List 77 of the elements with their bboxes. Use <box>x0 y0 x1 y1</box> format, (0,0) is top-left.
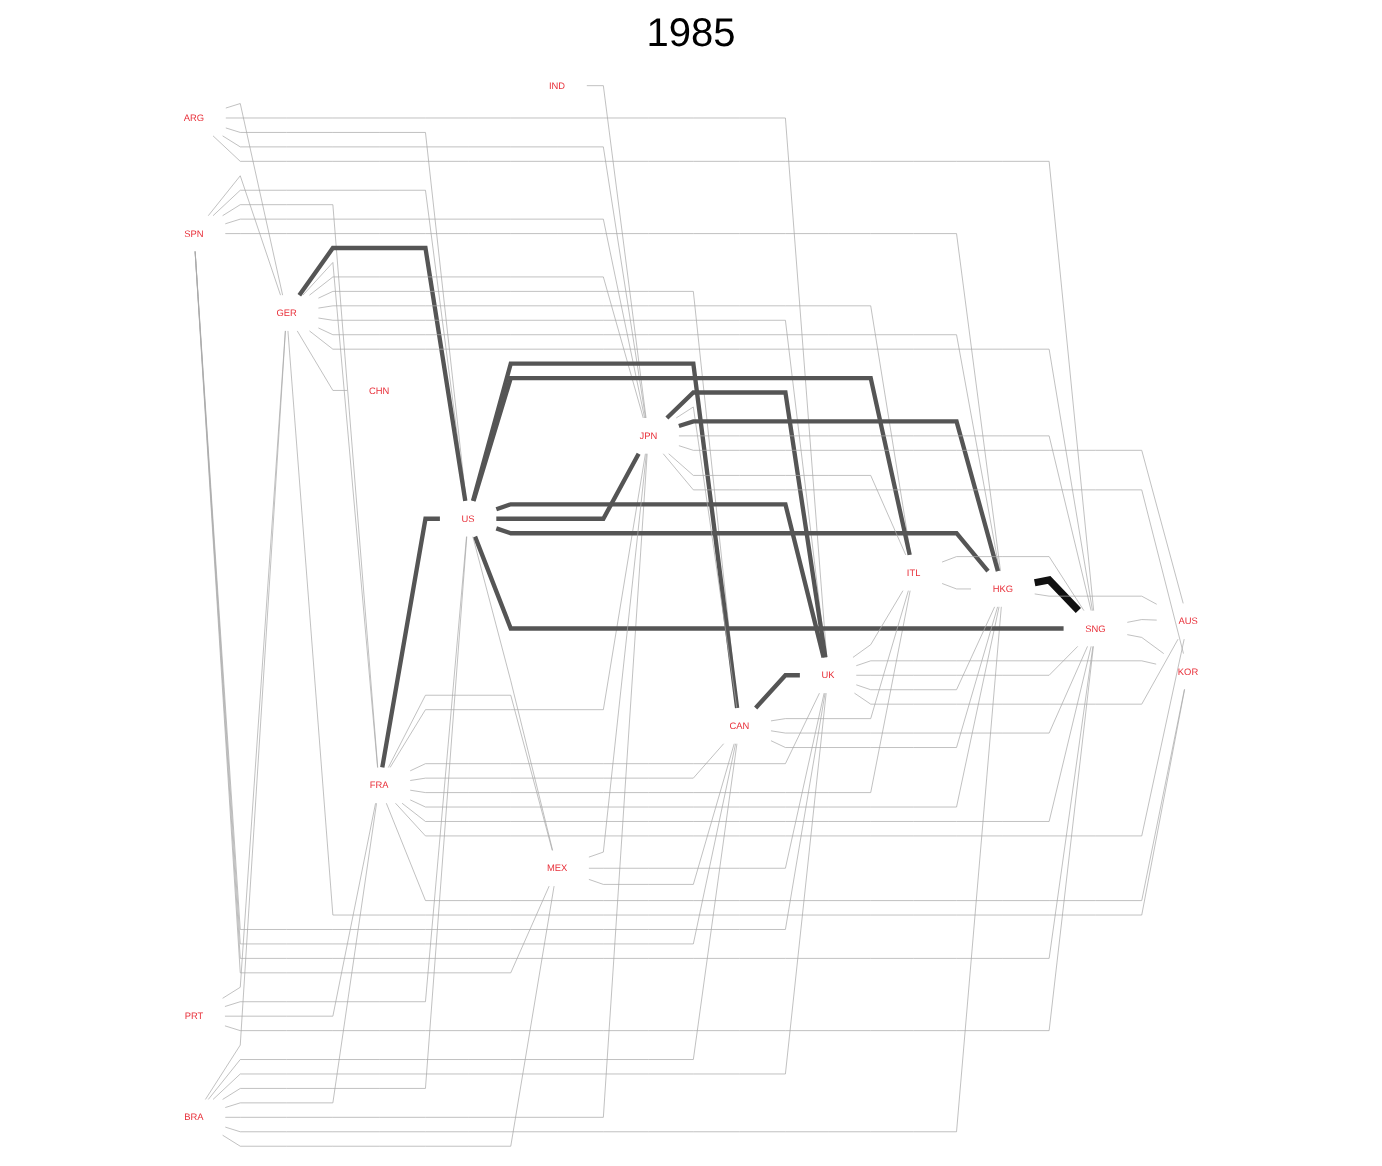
connector <box>225 103 283 296</box>
connector <box>662 453 1184 654</box>
connector <box>495 526 990 573</box>
connector <box>1034 593 1158 605</box>
connector <box>224 802 377 1108</box>
connector <box>318 317 827 658</box>
connector <box>471 375 912 556</box>
connector <box>296 330 348 391</box>
connector <box>225 117 828 658</box>
connector <box>855 660 1157 667</box>
connector <box>678 445 1184 604</box>
connector <box>770 646 1088 734</box>
connector <box>395 638 1185 837</box>
connector <box>224 646 1094 1031</box>
connector <box>389 453 646 768</box>
connector <box>222 536 468 1100</box>
connector <box>409 590 911 793</box>
connector <box>473 535 1064 631</box>
connector <box>1126 619 1158 623</box>
connector <box>409 606 1000 808</box>
connector <box>496 452 641 521</box>
connector <box>212 692 827 1100</box>
connector <box>302 262 378 768</box>
connector <box>224 218 645 419</box>
connector <box>678 435 1092 611</box>
connector <box>401 646 1092 822</box>
connector <box>470 361 740 709</box>
connector <box>212 189 467 502</box>
connector <box>222 885 555 1147</box>
connector <box>665 390 828 658</box>
connector <box>309 276 644 419</box>
connector <box>770 606 998 748</box>
connector <box>380 516 440 768</box>
connector <box>224 536 467 1007</box>
connector <box>207 743 738 1100</box>
connector <box>309 330 1093 611</box>
connector <box>385 689 1185 901</box>
connector <box>472 536 553 851</box>
connector <box>409 692 820 772</box>
connector <box>224 453 648 1118</box>
connector <box>668 453 907 556</box>
connector <box>205 330 286 1100</box>
connector <box>207 175 281 296</box>
connector <box>586 85 647 419</box>
connector <box>287 330 1185 916</box>
connector <box>222 135 646 419</box>
connector <box>318 305 912 556</box>
connector <box>224 802 376 1017</box>
connector <box>588 743 735 885</box>
connector <box>212 135 1095 611</box>
connector <box>409 743 724 781</box>
connector <box>588 692 825 869</box>
connector <box>318 327 1000 572</box>
connector <box>941 556 1085 611</box>
connector <box>224 606 1002 1133</box>
connector <box>941 583 972 590</box>
connector <box>678 419 1000 572</box>
connector <box>1034 576 1081 614</box>
chart-title: 1985 <box>644 12 738 58</box>
connector <box>222 330 286 999</box>
connector <box>675 406 738 709</box>
connector <box>388 694 553 851</box>
connector <box>854 638 1179 705</box>
connector <box>224 233 1001 572</box>
connector <box>495 502 826 658</box>
connector <box>588 453 647 858</box>
connector <box>318 291 738 709</box>
connector <box>852 590 904 658</box>
connector <box>855 646 1079 676</box>
connector <box>754 673 800 710</box>
connector <box>1126 634 1165 654</box>
connector <box>225 127 467 502</box>
connector <box>222 204 379 768</box>
connector <box>855 606 995 691</box>
connector <box>297 245 468 502</box>
connector <box>770 590 909 722</box>
connector <box>194 251 550 974</box>
